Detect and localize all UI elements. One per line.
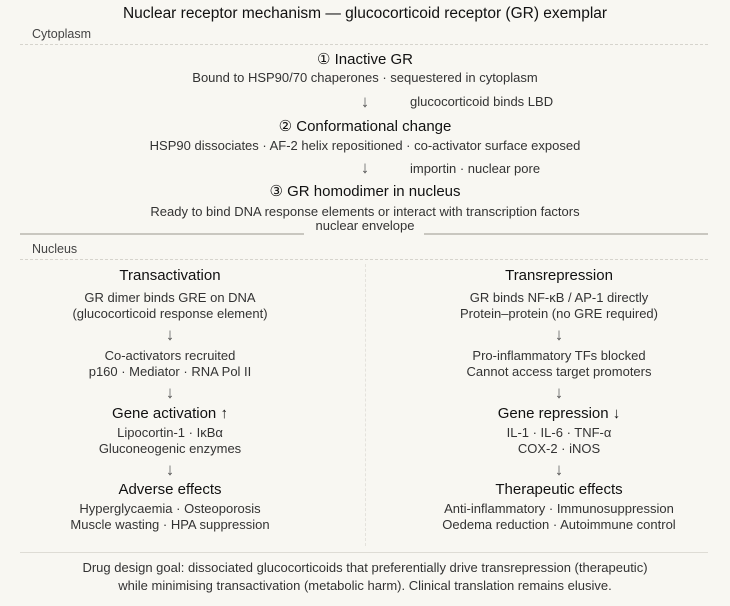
result-line: Lipocortin-1 · IκBα [117, 425, 223, 440]
transition-1-label: glucocorticoid binds LBD [410, 94, 554, 109]
step-2-title: ② Conformational change [278, 118, 452, 135]
column-line: Protein–protein (no GRE required) [460, 306, 658, 321]
cytoplasm-divider [20, 44, 708, 45]
down-arrow-icon: ↓ [554, 383, 564, 402]
result-line: IL-1 · IL-6 · TNF-α [506, 425, 612, 440]
diagram-title: Nuclear receptor mechanism — glucocortic… [122, 5, 608, 22]
down-arrow-icon: ↓ [165, 325, 175, 344]
column-divider [365, 264, 366, 546]
effect-line: Hyperglycaemia · Osteoporosis [79, 501, 261, 516]
cytoplasm-label: Cytoplasm [32, 27, 92, 41]
column-line: GR binds NF-κB / AP-1 directly [469, 290, 649, 305]
nuclear-envelope-line-left [20, 233, 304, 235]
nuclear-envelope-label: nuclear envelope [315, 218, 415, 233]
transition-2-label: importin · nuclear pore [410, 161, 541, 176]
effect-title: Adverse effects [118, 481, 222, 498]
effect-line: Anti-inflammatory · Immunosuppression [444, 501, 674, 516]
column-line: Co-activators recruited [104, 348, 236, 363]
result-line: Gluconeogenic enzymes [98, 441, 242, 456]
effect-title: Therapeutic effects [495, 481, 623, 498]
nuclear-envelope-line-right [424, 233, 708, 235]
column-line: GR dimer binds GRE on DNA [84, 290, 256, 305]
nucleus-divider [20, 259, 708, 260]
column-title: Transrepression [505, 267, 613, 284]
footer-line: Drug design goal: dissociated glucocorti… [82, 560, 648, 575]
down-arrow-icon: ↓ [360, 92, 370, 111]
column-line: (glucocorticoid response element) [72, 306, 268, 321]
step-1-title: ① Inactive GR [317, 51, 413, 68]
footer-divider [20, 552, 708, 553]
step-3-detail: Ready to bind DNA response elements or i… [150, 204, 580, 219]
effect-line: Muscle wasting · HPA suppression [70, 517, 270, 532]
down-arrow-icon: ↓ [554, 460, 564, 479]
down-arrow-icon: ↓ [165, 383, 175, 402]
effect-line: Oedema reduction · Autoimmune control [442, 517, 676, 532]
column-line: Pro-inflammatory TFs blocked [472, 348, 646, 363]
column-line: Cannot access target promoters [466, 364, 652, 379]
step-3-title: ③ GR homodimer in nucleus [269, 183, 461, 200]
column-title: Transactivation [119, 267, 221, 284]
result-title: Gene repression ↓ [497, 405, 621, 422]
down-arrow-icon: ↓ [554, 325, 564, 344]
column-line: p160 · Mediator · RNA Pol II [88, 364, 252, 379]
down-arrow-icon: ↓ [165, 460, 175, 479]
step-2-detail: HSP90 dissociates · AF-2 helix repositio… [149, 138, 581, 153]
result-title: Gene activation ↑ [112, 405, 228, 422]
down-arrow-icon: ↓ [360, 158, 370, 177]
footer-line: while minimising transactivation (metabo… [118, 578, 612, 593]
result-line: COX-2 · iNOS [517, 441, 601, 456]
step-1-detail: Bound to HSP90/70 chaperones · sequester… [192, 70, 538, 85]
nucleus-label: Nucleus [32, 242, 78, 256]
